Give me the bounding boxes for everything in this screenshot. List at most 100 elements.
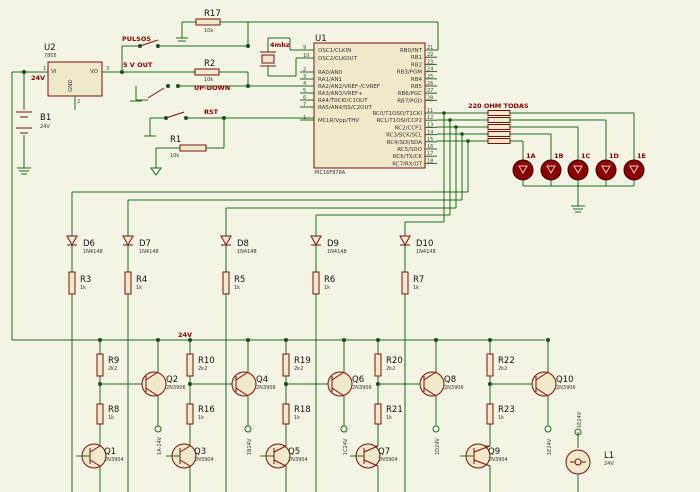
stage-top-resistor — [186, 353, 194, 377]
u1-pin-number: 4 — [303, 81, 306, 87]
stage-mid-resistor — [374, 403, 382, 425]
led-label: 1E — [637, 152, 646, 160]
resistor-r2 — [194, 68, 220, 76]
u1-pin-name: RB3/PGM — [397, 70, 423, 76]
u1-right-pins: 21RB0/INT22RB123RB224RB3/PGM25RB426RB527… — [372, 45, 437, 167]
diode-group: D61N4148R31kD71N4148R41kD81N4148R51kD91N… — [66, 111, 470, 492]
diode-resistor-value: 1k — [136, 285, 142, 291]
led-label: 1A — [526, 152, 536, 160]
stage-top-resistor-ref: R20 — [386, 356, 403, 366]
diode-resistor — [312, 271, 320, 295]
u1-pin-number: 27 — [427, 88, 433, 94]
u1-pin-name: OSC2/CLKOUT — [318, 56, 358, 62]
stage-mid-resistor-ref: R23 — [498, 405, 515, 415]
label-updown: UP-DOWN — [194, 84, 230, 92]
diode-resistor-value: 1k — [234, 285, 240, 291]
npn-type: 2N3904 — [104, 457, 124, 463]
u2-pin3: 3 — [106, 66, 109, 72]
b1-value: 24V — [40, 124, 50, 130]
u1-pin-number: 1 — [303, 115, 306, 121]
stage-top-resistor-value: 2k2 — [498, 366, 507, 372]
diode-ref: D6 — [83, 239, 95, 249]
u1-pin-number: 6 — [303, 95, 306, 101]
u1-pin-number: 9 — [303, 45, 306, 51]
lamp-l1: L1 24V 1E24V — [565, 411, 614, 492]
u1-pin-name: RB4 — [411, 77, 423, 83]
u1-pin-number: 3 — [303, 74, 306, 80]
pnp-transistor — [419, 371, 445, 397]
stage-top-resistor-ref: R10 — [198, 356, 215, 366]
u1-pin-name: OSC1/CLKIN — [318, 48, 351, 54]
diode-value: 1N4148 — [416, 249, 436, 255]
input-rst: RST R1 10k — [144, 108, 314, 176]
npn-type: 2N3904 — [194, 457, 214, 463]
u1-pin-name: RC2/CCP1 — [395, 125, 422, 131]
led-label: 1C — [581, 152, 591, 160]
diode — [399, 235, 411, 247]
u2-pin2: 2 — [77, 99, 80, 105]
stage-mid-resistor — [186, 403, 194, 425]
diode-resistor-ref: R5 — [234, 275, 245, 285]
label-5v-out: 5 V OUT — [123, 61, 153, 69]
pnp-transistor — [231, 371, 257, 397]
u1-pin-name: RB1 — [411, 55, 422, 61]
u1-pin-number: 18 — [427, 158, 433, 164]
u1-pin-number: 2 — [303, 67, 306, 73]
u1-pin-name: RA1/AN1 — [318, 77, 342, 83]
pnp-ref: Q8 — [444, 375, 456, 385]
stage-top-resistor — [96, 353, 104, 377]
u1-pin-number: 15 — [427, 137, 433, 143]
lamp-net: 1E24V — [577, 411, 583, 428]
npn-type: 2N3904 — [288, 457, 308, 463]
u1-pin-name: RB5 — [411, 84, 423, 90]
diode-resistor-ref: R7 — [413, 275, 424, 285]
stage-top-resistor — [486, 353, 494, 377]
lamp-ref: L1 — [604, 451, 614, 461]
stage-output-net: 1C24V — [343, 438, 349, 455]
stage-top-resistor — [282, 353, 290, 377]
u1-part: PIC16F876A — [315, 170, 346, 176]
diode-ref: D8 — [237, 239, 249, 249]
npn-ref: Q1 — [104, 447, 116, 457]
led-label: 1B — [554, 152, 564, 160]
pnp-ref: Q4 — [256, 375, 268, 385]
u1-pin-number: 7 — [303, 102, 306, 108]
diode-resistor-value: 1k — [80, 285, 86, 291]
stage-top-resistor-value: 2k2 — [294, 366, 303, 372]
u1-pin-number: 25 — [427, 74, 433, 80]
u2-value: 7805 — [44, 53, 57, 59]
u1-pin-name: RC4/SDI/SDA — [387, 140, 423, 146]
diode-ref: D10 — [416, 239, 433, 249]
stage-mid-resistor-value: 1k — [498, 415, 504, 421]
battery-b1: B1 24V 24V — [11, 70, 51, 340]
label-220-ohm: 220 OHM TODAS — [468, 102, 529, 110]
stage-mid-resistor — [96, 403, 104, 425]
stage-top-resistor-value: 2k2 — [108, 366, 117, 372]
diode-resistor-value: 1k — [324, 285, 330, 291]
u1-pin-number: 22 — [427, 52, 433, 58]
r2-value: 10k — [204, 77, 213, 83]
npn-ref: Q5 — [288, 447, 300, 457]
u1-pin-name: RB6/PGC — [398, 91, 423, 97]
input-5v-out: 5 V OUT R2 10k — [122, 59, 314, 88]
diode — [66, 235, 78, 247]
u1-pin-number: 28 — [427, 95, 433, 101]
u1-pin-name: RA0/AN0 — [318, 70, 343, 76]
u1-pin-number: 24 — [427, 67, 433, 73]
stage-top-resistor-ref: R19 — [294, 356, 311, 366]
u1-pin-name: RA2/AN2/VREF-/CVREF — [318, 84, 380, 90]
input-updown: UP-DOWN — [130, 84, 248, 102]
pnp-type: 2N3906 — [166, 385, 186, 391]
u1-pin-number: 17 — [427, 151, 433, 157]
pnp-ref: Q2 — [166, 375, 178, 385]
driver-stages: R92k2R81kQ12N3904Q22N39061A-24VR102k2R16… — [76, 338, 576, 492]
diode — [122, 235, 134, 247]
stage-mid-resistor-value: 1k — [294, 415, 300, 421]
u1-pin-name: RB7/PGD — [397, 98, 422, 104]
input-pulsos: PULSOS R17 10k — [121, 9, 439, 72]
pnp-ref: Q10 — [556, 375, 574, 385]
u1-pin-name: RC5/SDO — [397, 147, 422, 153]
u1-pin-name: RA4/T0CKI/C1OUT — [318, 98, 368, 104]
